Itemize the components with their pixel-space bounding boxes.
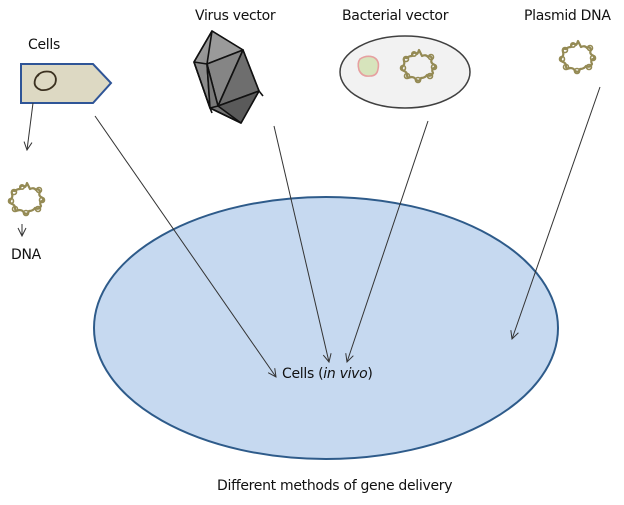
target-label-italic: in vivo [323,366,368,382]
virus-vector-label: Virus vector [195,8,276,24]
plasmid-dna-icon [558,39,597,75]
diagram-caption: Different methods of gene delivery [217,478,453,494]
arrow-bacteria-to-target [347,120,429,362]
target-label-prefix: Cells ( [282,366,324,382]
cell-shape [20,63,113,104]
arrow-plasmid-to-target [512,86,601,339]
target-label-suffix: ) [367,366,373,382]
plasmid-dna-label: Plasmid DNA [524,8,611,24]
cells-label: Cells [28,37,60,53]
dna-loop-icon [7,181,46,217]
arrow-cells-to-target [94,115,276,377]
arrow-virus-to-target [273,125,329,362]
bacterium [339,35,471,109]
target-cells-label: Cells (in vivo) [282,366,373,382]
arrow-cells-to-dna [27,102,34,150]
target-cells-ellipse [93,196,559,460]
virus-capsid [193,30,264,124]
dna-label: DNA [11,247,41,263]
bacterial-vector-label: Bacterial vector [342,8,449,24]
